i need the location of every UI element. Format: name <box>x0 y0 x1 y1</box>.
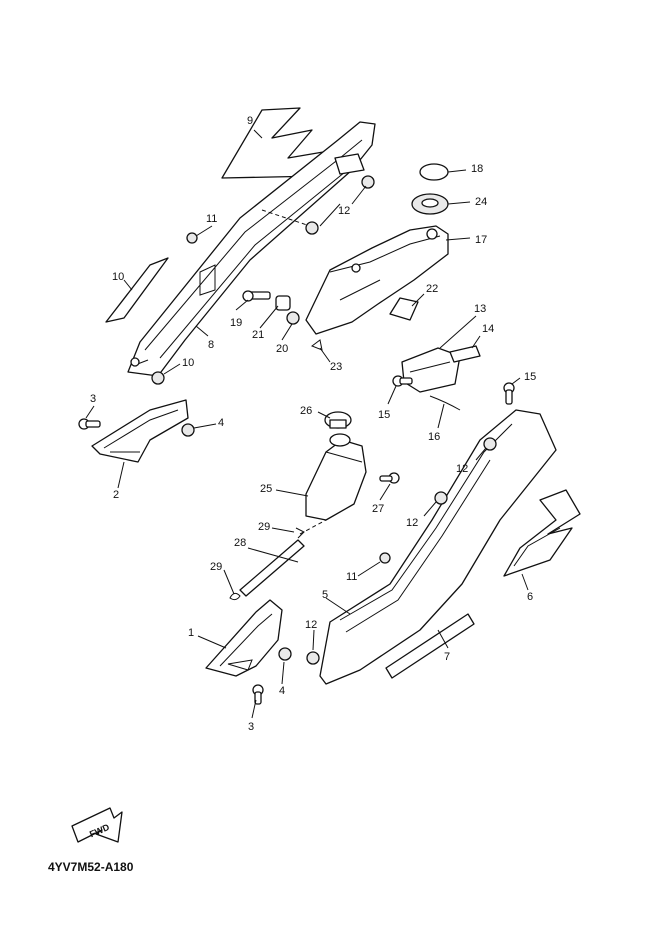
callout-24: 24 <box>475 196 487 208</box>
bolt-15b <box>503 382 515 405</box>
callout-7: 7 <box>444 651 450 663</box>
callout-8: 8 <box>208 339 214 351</box>
nut-4b <box>278 647 292 661</box>
bracket-1 <box>205 599 283 677</box>
cap-26 <box>324 411 352 429</box>
bracket-2 <box>91 399 189 463</box>
nut-4a <box>181 423 195 437</box>
callout-12: 12 <box>338 205 350 217</box>
decal-6 <box>503 489 581 577</box>
callout-4: 4 <box>218 417 224 429</box>
band-16 <box>429 395 461 411</box>
bolt-19 <box>242 290 271 302</box>
bolt-3a <box>78 418 101 430</box>
callout-3b: 3 <box>248 721 254 733</box>
rear-frame-8 <box>127 121 376 377</box>
damper-20 <box>286 311 300 325</box>
box-17 <box>305 225 449 335</box>
callout-15b: 15 <box>378 409 390 421</box>
callout-19: 19 <box>230 317 242 329</box>
callout-15: 15 <box>524 371 536 383</box>
decal-7 <box>385 613 475 679</box>
callout-11: 11 <box>206 213 217 225</box>
grommet-10 <box>151 371 165 385</box>
callout-5: 5 <box>322 589 328 601</box>
callout-10: 10 <box>112 271 124 283</box>
callout-12c: 12 <box>406 517 418 529</box>
forward-arrow <box>71 807 123 843</box>
callout-12b: 12 <box>456 463 468 475</box>
tape-14 <box>449 345 481 363</box>
callout-18: 18 <box>471 163 483 175</box>
grommet-11 <box>186 232 198 244</box>
callout-14: 14 <box>482 323 494 335</box>
callout-3: 3 <box>90 393 96 405</box>
callout-29b: 29 <box>210 561 222 573</box>
bolt-3b <box>252 684 264 705</box>
callout-22: 22 <box>426 283 438 295</box>
callout-2: 2 <box>113 489 119 501</box>
clamp-29a <box>295 527 305 539</box>
callout-11b: 11 <box>346 571 357 583</box>
grommet-12c <box>306 651 320 665</box>
callout-20: 20 <box>276 343 288 355</box>
pad-22 <box>389 297 419 321</box>
cap-18 <box>419 163 449 181</box>
callout-21: 21 <box>252 329 264 341</box>
callout-16: 16 <box>428 431 440 443</box>
callout-9: 9 <box>247 115 253 127</box>
screw-27 <box>379 472 400 484</box>
callout-29: 29 <box>258 521 270 533</box>
callout-labels: 9 11 12 10 19 21 20 8 10 3 4 2 18 24 17 … <box>90 115 536 733</box>
callout-27: 27 <box>372 503 384 515</box>
callout-4b: 4 <box>279 685 285 697</box>
clamp-29b <box>229 592 241 601</box>
grommet-11b <box>379 552 391 564</box>
grommet-12a <box>305 175 375 235</box>
clip-23 <box>310 339 323 351</box>
bolt-15a <box>392 375 413 387</box>
callout-10b: 10 <box>182 357 194 369</box>
callout-17: 17 <box>475 234 487 246</box>
reference-code: 4YV7M52-A180 <box>48 860 134 874</box>
callout-28: 28 <box>234 537 246 549</box>
collar-21 <box>275 295 291 311</box>
grommet-24 <box>411 193 449 215</box>
grommet-12b <box>434 437 497 505</box>
callout-13: 13 <box>474 303 486 315</box>
callout-12d: 12 <box>305 619 317 631</box>
tank-25 <box>305 433 367 521</box>
leader-lines <box>85 129 529 719</box>
callout-25: 25 <box>260 483 272 495</box>
callout-6: 6 <box>527 591 533 603</box>
decal-10 <box>105 257 169 323</box>
callout-23: 23 <box>330 361 342 373</box>
callout-26: 26 <box>300 405 312 417</box>
callout-1: 1 <box>188 627 194 639</box>
